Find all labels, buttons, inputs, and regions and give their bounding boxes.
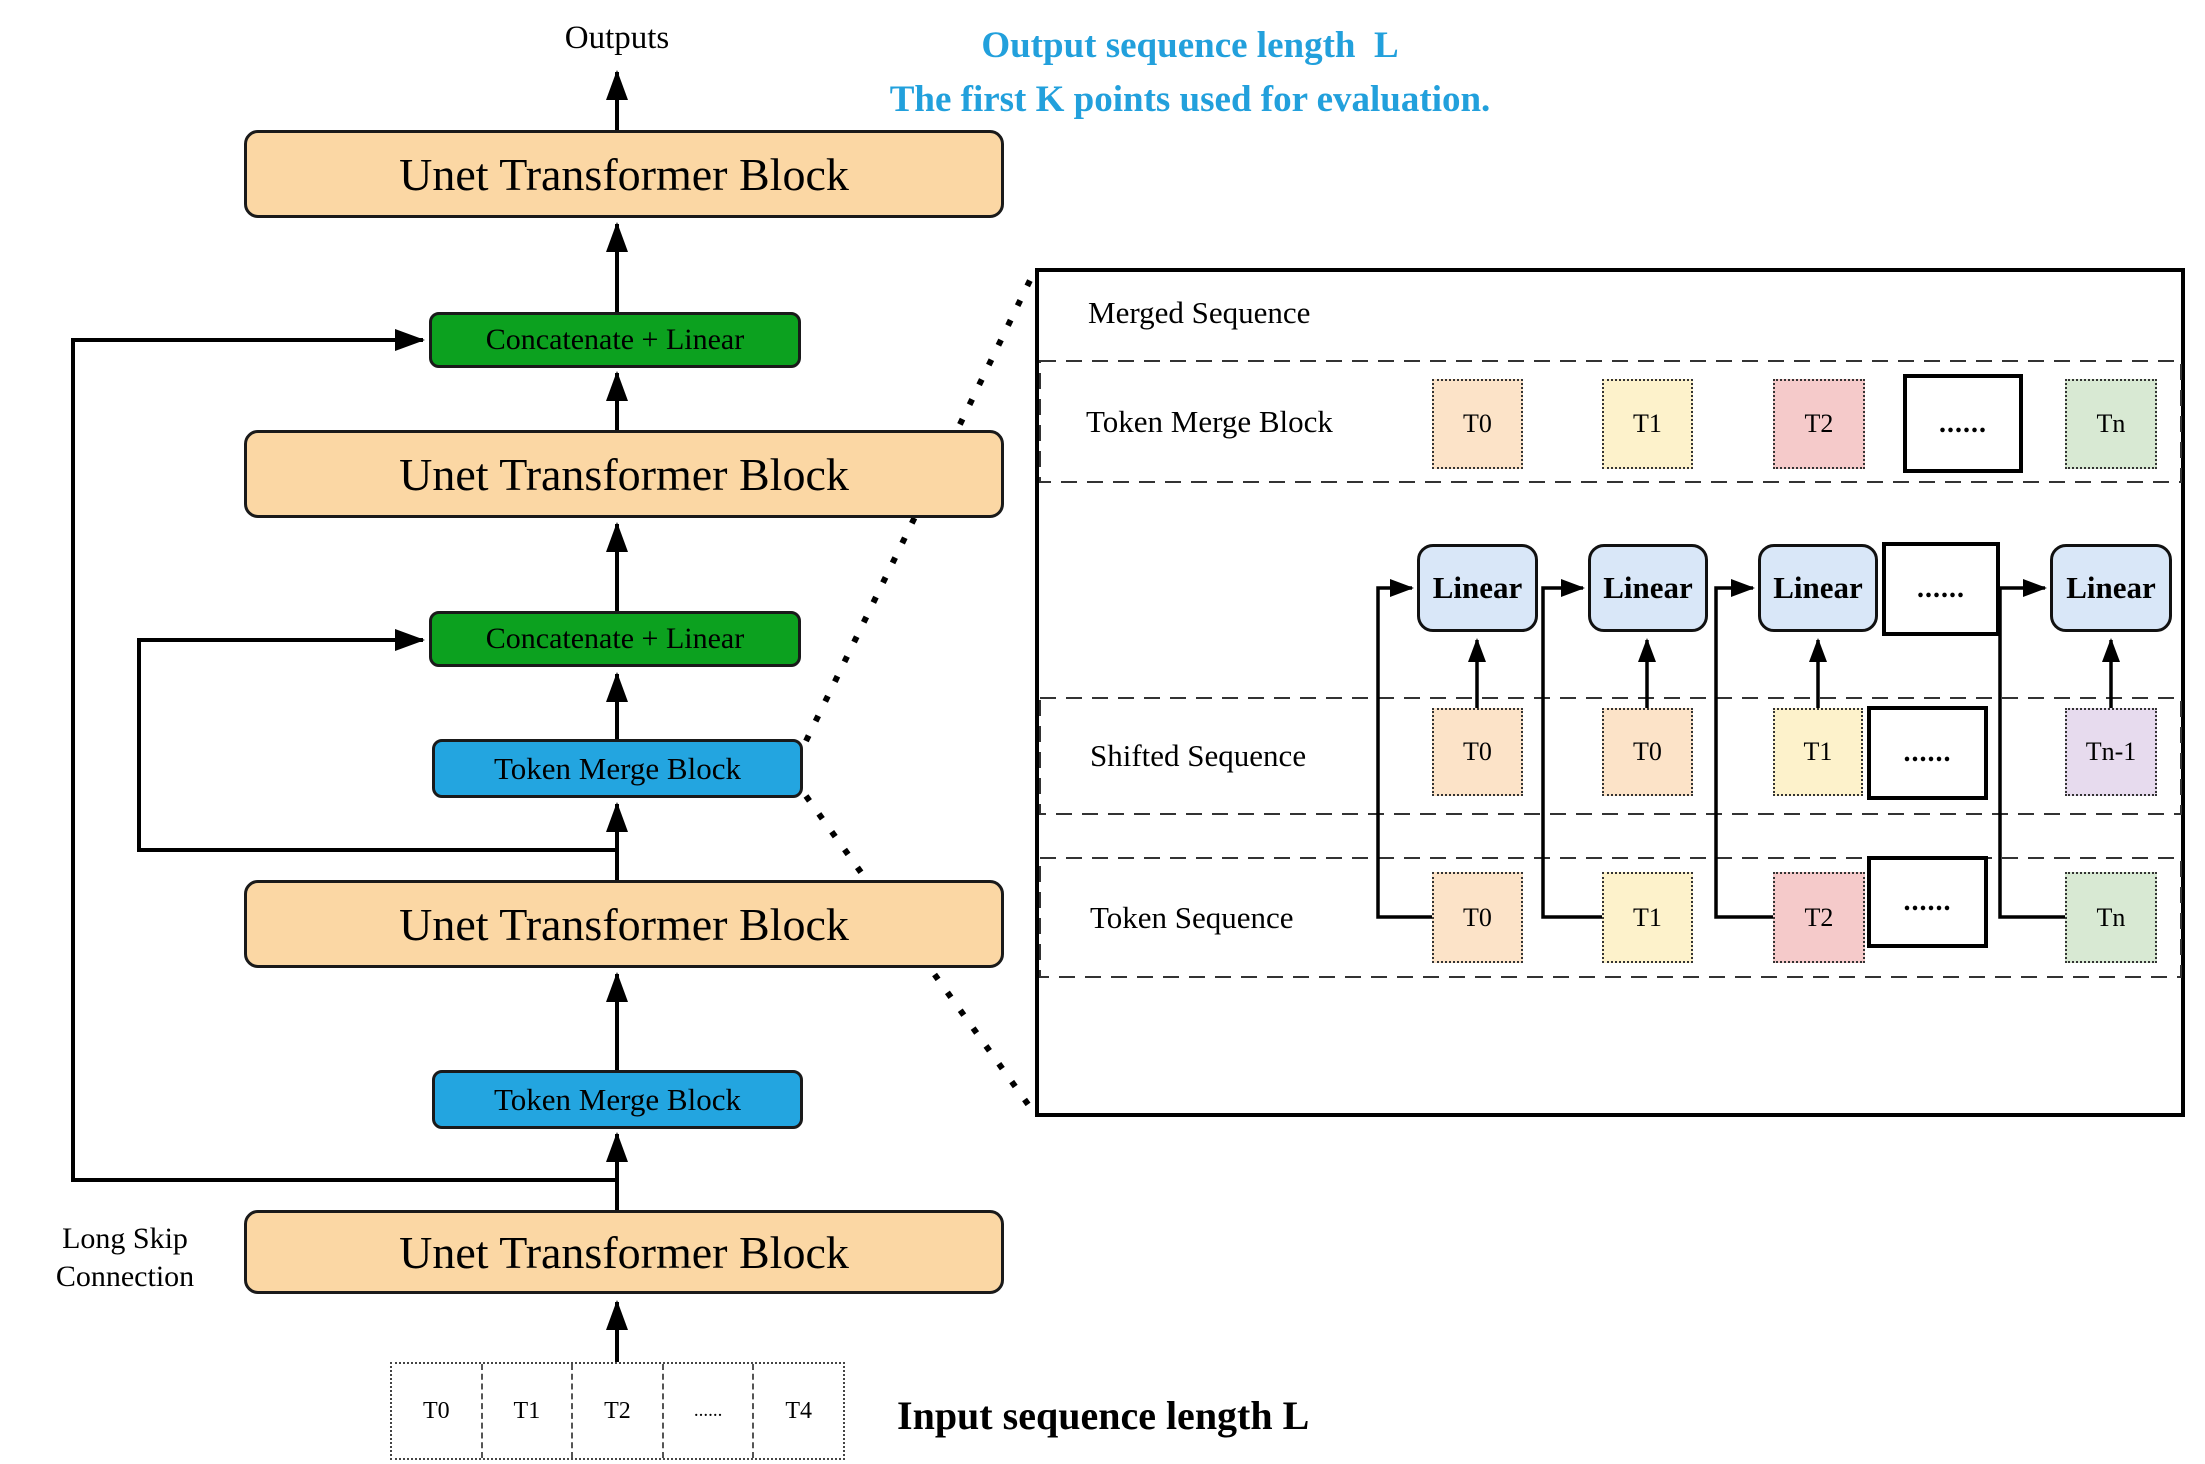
unet-transformer-block-4: Unet Transformer Block xyxy=(244,1210,1004,1294)
sequence-token-tn: Tn xyxy=(2065,872,2157,963)
token-merge-block-2: Token Merge Block xyxy=(432,1070,803,1129)
linear-block-3: Linear xyxy=(1758,544,1878,632)
input-sequence-row: T0 T1 T2 ...... T4 xyxy=(390,1362,845,1460)
input-note-label: Input sequence length L xyxy=(897,1393,1310,1438)
linear-dots-box: ...... xyxy=(1882,542,2000,636)
concat-linear-block-2: Concatenate + Linear xyxy=(429,611,801,667)
unet-block-label: Unet Transformer Block xyxy=(399,148,849,200)
merge-token-tn: Tn xyxy=(2065,379,2157,469)
unet-block-label: Unet Transformer Block xyxy=(399,898,849,950)
concat-linear-block-1: Concatenate + Linear xyxy=(429,312,801,368)
token-merge-block-1: Token Merge Block xyxy=(432,739,803,798)
tmb-label: Token Merge Block xyxy=(494,750,741,786)
input-cell-t4: T4 xyxy=(785,1397,812,1424)
merge-token-t0: T0 xyxy=(1432,379,1523,469)
shifted-token-1: T0 xyxy=(1432,708,1523,796)
merged-sequence-label: Merged Sequence xyxy=(1088,295,1311,330)
unet-block-label: Unet Transformer Block xyxy=(399,1226,849,1278)
sequence-token-t0: T0 xyxy=(1432,872,1523,963)
input-cell-t2: T2 xyxy=(573,1364,664,1458)
token-merge-row-label: Token Merge Block xyxy=(1086,404,1333,439)
long-skip-line2: Connection xyxy=(55,1260,195,1293)
linear-block-4: Linear xyxy=(2050,544,2172,632)
sequence-dots-box: ...... xyxy=(1867,856,1988,948)
shifted-token-tn1: Tn-1 xyxy=(2065,708,2157,796)
input-cell-dots: ...... xyxy=(664,1364,755,1458)
input-cell-t1: T1 xyxy=(483,1364,574,1458)
linear-block-1: Linear xyxy=(1417,544,1538,632)
sequence-token-t2: T2 xyxy=(1773,872,1865,963)
output-note-line1: Output sequence length L xyxy=(981,25,1399,66)
token-sequence-label: Token Sequence xyxy=(1090,900,1294,935)
shifted-token-2: T0 xyxy=(1602,708,1693,796)
unet-transformer-block-1: Unet Transformer Block xyxy=(244,130,1004,218)
merge-token-t2: T2 xyxy=(1773,379,1865,469)
merge-token-t1: T1 xyxy=(1602,379,1693,469)
input-cell-t0: T0 xyxy=(392,1364,483,1458)
output-note-line2: The first K points used for evaluation. xyxy=(889,79,1491,120)
unet-transformer-block-2: Unet Transformer Block xyxy=(244,430,1004,518)
sequence-token-t1: T1 xyxy=(1602,872,1693,963)
linear-block-2: Linear xyxy=(1588,544,1708,632)
shifted-dots-box: ...... xyxy=(1867,706,1988,800)
unet-transformer-block-3: Unet Transformer Block xyxy=(244,880,1004,968)
long-skip-line1: Long Skip xyxy=(62,1222,188,1255)
outputs-label: Outputs xyxy=(564,20,670,56)
merge-dots-box: ...... xyxy=(1903,374,2023,473)
concat-label: Concatenate + Linear xyxy=(485,323,745,356)
shifted-sequence-label: Shifted Sequence xyxy=(1090,738,1307,773)
unet-block-label: Unet Transformer Block xyxy=(399,448,849,500)
shifted-token-3: T1 xyxy=(1773,708,1863,796)
tmb-label: Token Merge Block xyxy=(494,1081,741,1117)
concat-label: Concatenate + Linear xyxy=(485,622,745,655)
long-skip-label: Long Skip Connection xyxy=(30,1220,220,1296)
